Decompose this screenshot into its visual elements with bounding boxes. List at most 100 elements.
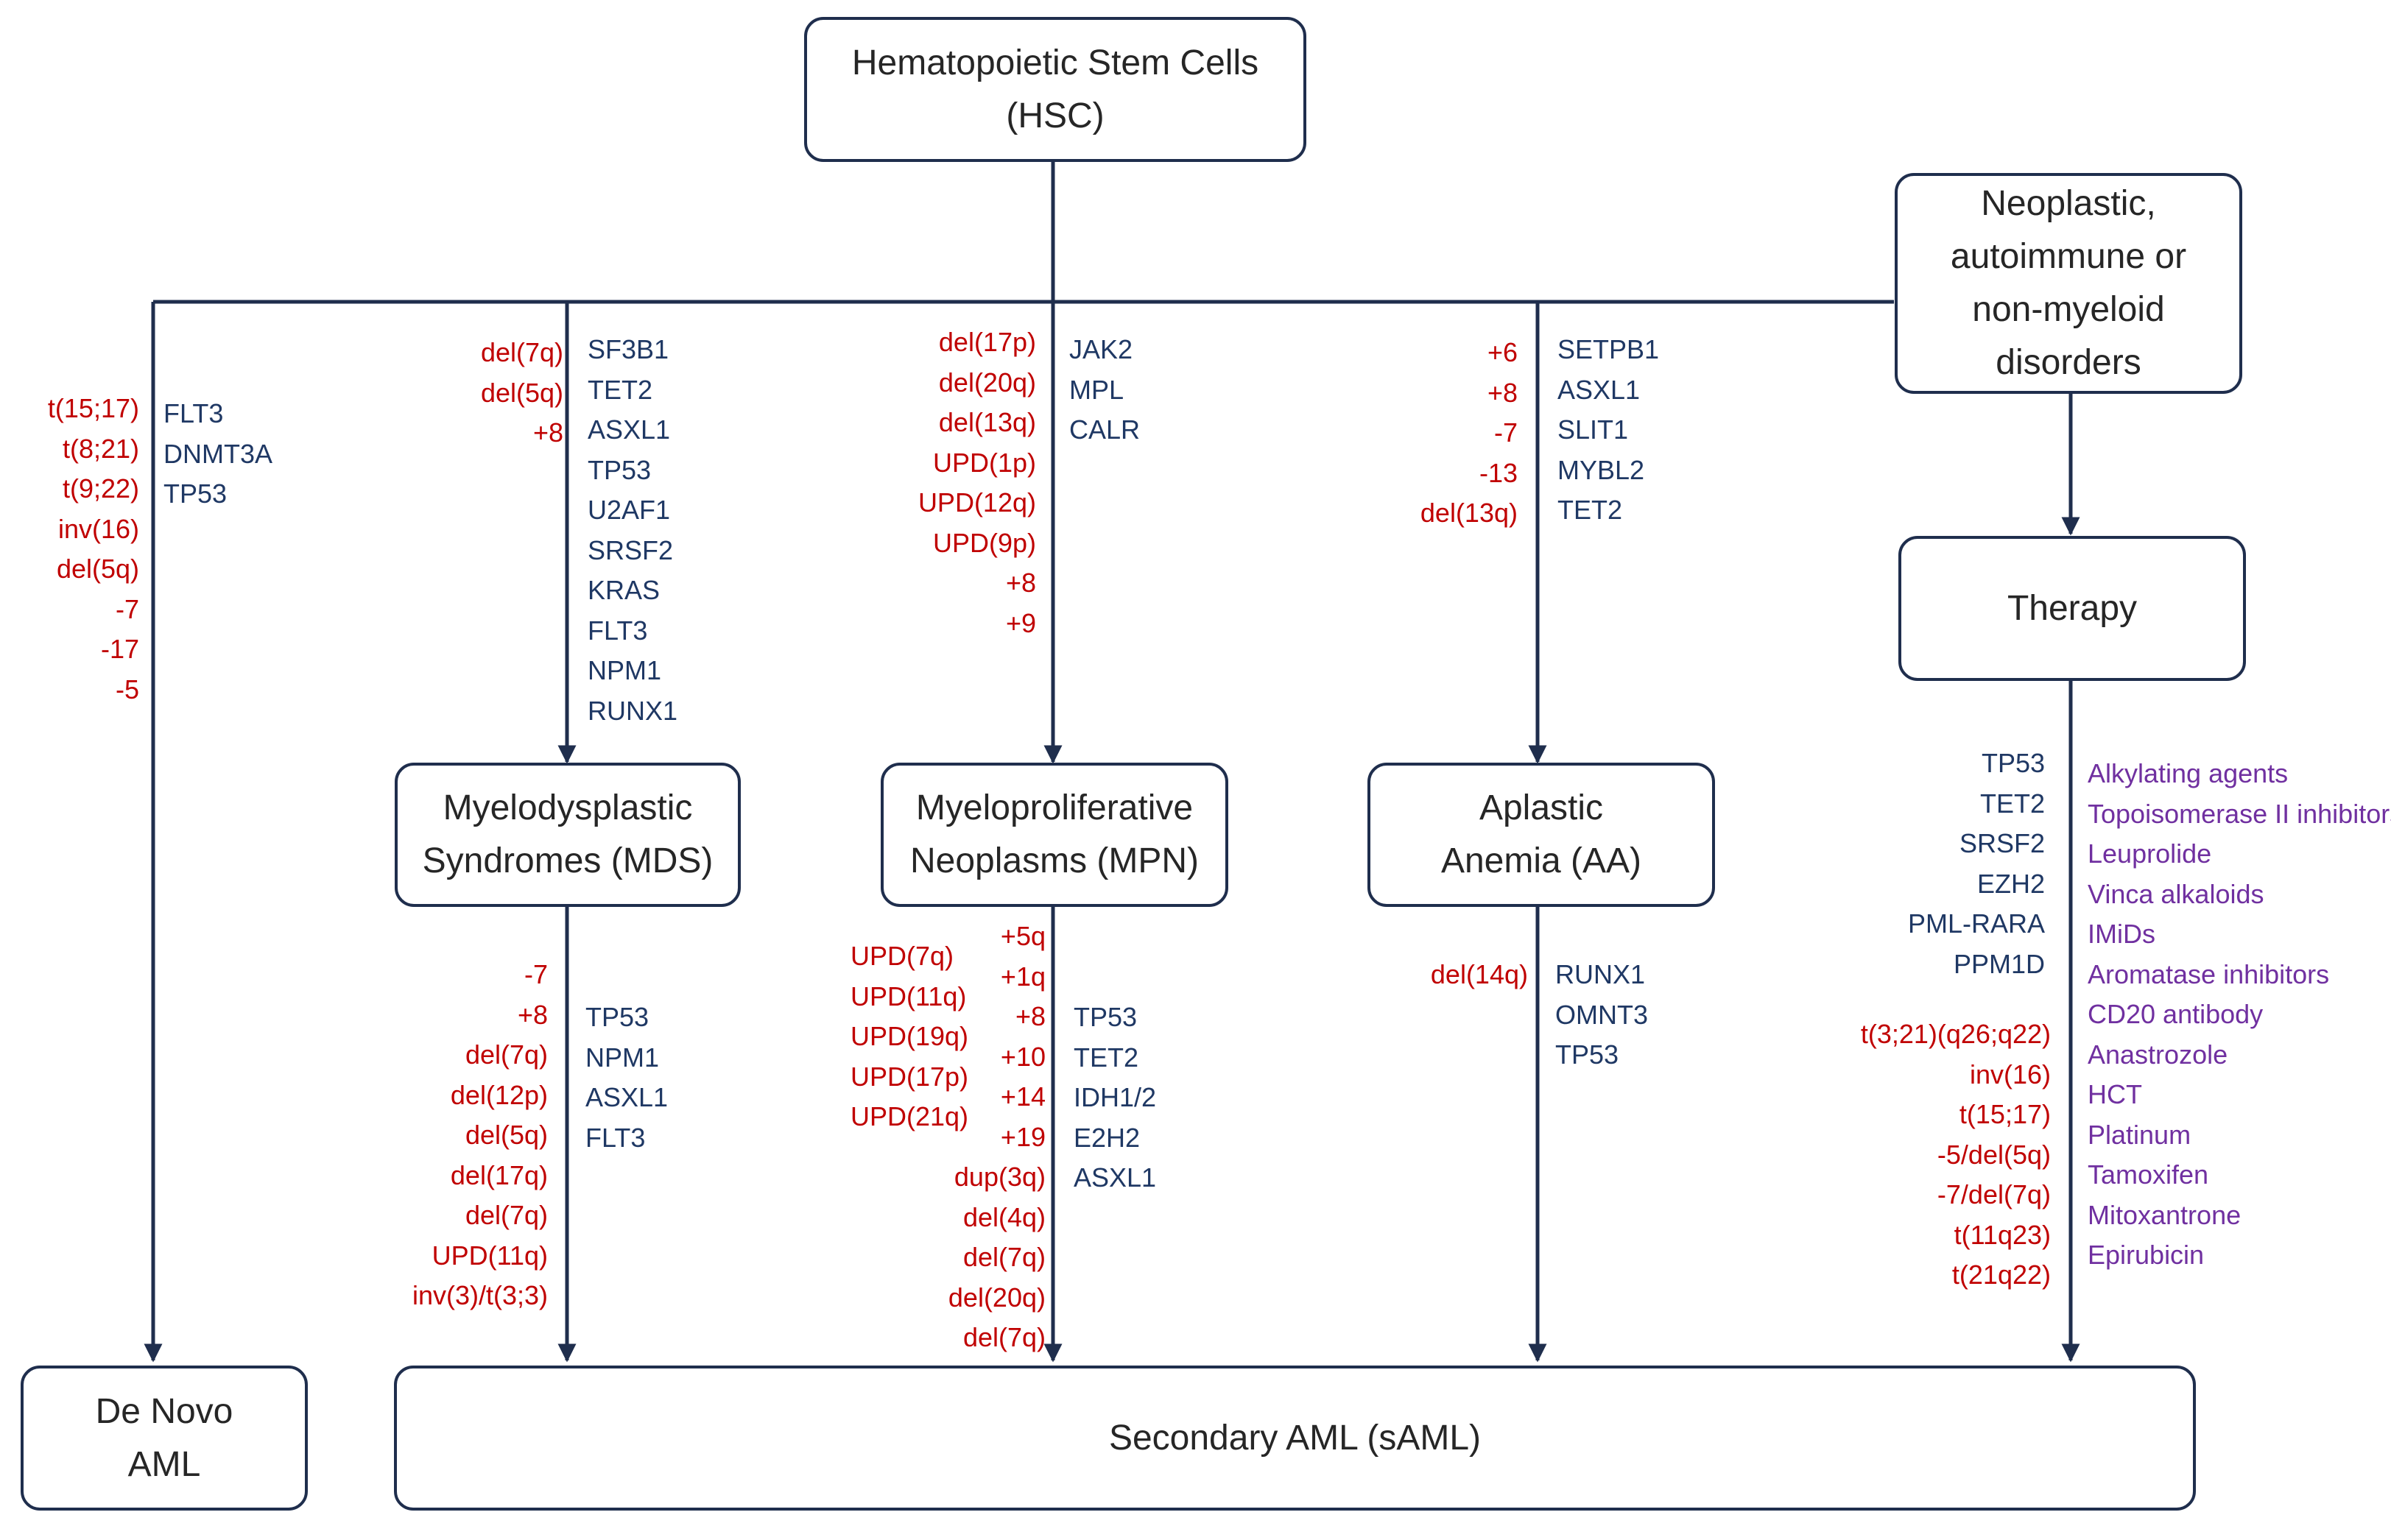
cyto-item: UPD(9p) (932, 527, 1036, 558)
cyto-item: UPD(21q) (851, 1101, 969, 1131)
aa-node: Aplastic Anemia (AA) (1367, 763, 1715, 907)
gene-item: CALR (1069, 414, 1141, 445)
cyto-item: +8 (532, 417, 563, 448)
gene-item: TET2 (1074, 1042, 1139, 1073)
cyto-item: del(17p) (938, 327, 1036, 357)
cyto-item: del(7q) (465, 1039, 548, 1070)
cyto-item: UPD(17p) (851, 1061, 969, 1092)
aa-label-line-1: Aplastic (1479, 788, 1604, 827)
agent-item: Anastrozole (2088, 1039, 2228, 1070)
saml-label: Secondary AML (sAML) (1108, 1418, 1482, 1458)
saml-node: Secondary AML (sAML) (394, 1366, 2196, 1511)
cyto-item: t(8;21) (62, 433, 139, 464)
cyto-item: +8 (1015, 1001, 1046, 1031)
gene-item: EZH2 (1976, 868, 2045, 899)
cyto-item: t(21q22) (1951, 1260, 2051, 1290)
cyto-item: t(15;17) (47, 393, 139, 423)
gene-item: KRAS (588, 575, 661, 605)
agent-item: Tamoxifen (2088, 1159, 2209, 1190)
gene-item: MYBL2 (1557, 454, 1645, 485)
aa-label-line-2: Anemia (AA) (1440, 841, 1642, 880)
gene-item: SRSF2 (588, 534, 674, 565)
gene-item: ASXL1 (585, 1082, 669, 1112)
cyto-item: t(15;17) (1959, 1099, 2051, 1129)
aa-output-cytogenetics-list: del(14q) (1431, 955, 1528, 995)
cyto-item: del(7q) (465, 1200, 548, 1230)
cyto-item: del(20q) (938, 367, 1036, 398)
mds-output-cytogenetics-list: -7 +8 del(7q) del(12p) del(5q) del(17q) … (412, 955, 548, 1316)
gene-item: FLT3 (163, 398, 224, 428)
gene-item: IDH1/2 (1074, 1082, 1157, 1112)
cyto-item: UPD(12q) (918, 487, 1036, 518)
gene-item: TP53 (1555, 1039, 1619, 1070)
gene-item: FLT3 (588, 615, 648, 646)
agent-item: Leuprolide (2088, 838, 2212, 869)
cyto-item: t(11q23) (1954, 1219, 2051, 1250)
hsc-label-line-1: Hematopoietic Stem Cells (851, 43, 1259, 82)
cyto-item: -17 (100, 634, 139, 664)
cyto-item: -7 (1493, 417, 1518, 448)
aa-output-genes-list: RUNX1 OMNT3 TP53 (1555, 955, 1648, 1075)
gene-item: U2AF1 (588, 495, 671, 525)
gene-item: TET2 (1557, 495, 1623, 525)
cyto-item: +8 (1487, 377, 1518, 408)
gene-item: RUNX1 (1555, 959, 1646, 989)
cyto-item: +14 (1000, 1081, 1046, 1112)
cyto-item: +19 (1000, 1121, 1046, 1152)
cyto-item: +8 (1005, 568, 1036, 598)
gene-item: OMNT3 (1555, 999, 1648, 1030)
cyto-item: del(13q) (938, 407, 1036, 437)
gene-item: TP53 (585, 1002, 649, 1032)
gene-item: PPM1D (1953, 948, 2045, 979)
gene-item: DNMT3A (163, 438, 273, 469)
denovo-aml-node: De Novo AML (21, 1366, 308, 1511)
neoplastic-disorders-node: Neoplastic, autoimmune or non-myeloid di… (1895, 173, 2242, 394)
cyto-item: del(7q) (962, 1322, 1046, 1352)
therapy-genes-list: TP53 TET2 SRSF2 EZH2 PML-RARA PPM1D (1908, 743, 2045, 984)
cyto-item: del(20q) (948, 1282, 1046, 1313)
cyto-item: t(3;21)(q26;q22) (1860, 1019, 2051, 1049)
cyto-item: t(9;22) (62, 473, 139, 504)
gene-item: TET2 (1979, 788, 2045, 819)
cyto-item: del(7q) (962, 1242, 1046, 1272)
mds-input-cytogenetics-list: del(7q) del(5q) +8 (481, 333, 563, 453)
cyto-item: inv(3)/t(3;3) (412, 1280, 548, 1310)
gene-item: ASXL1 (588, 414, 671, 445)
gene-item: TP53 (1981, 748, 2045, 778)
gene-item: TP53 (1074, 1002, 1138, 1032)
gene-item: ASXL1 (1074, 1162, 1157, 1193)
gene-item: ASXL1 (1557, 374, 1641, 405)
cyto-item: inv(16) (1969, 1059, 2051, 1089)
cyto-item: del(14q) (1430, 959, 1528, 989)
therapy-node: Therapy (1898, 536, 2246, 681)
gene-item: NPM1 (588, 655, 662, 685)
cyto-item: -5/del(5q) (1937, 1139, 2051, 1170)
mds-node: Myelodysplastic Syndromes (MDS) (395, 763, 741, 907)
aa-input-genes-list: SETPB1 ASXL1 SLIT1 MYBL2 TET2 (1557, 330, 1659, 531)
cyto-item: UPD(1p) (932, 447, 1036, 478)
cyto-item: +10 (1000, 1041, 1046, 1072)
gene-item: SF3B1 (588, 334, 669, 364)
mpn-label-line-2: Neoplasms (MPN) (909, 841, 1200, 880)
therapy-cytogenetics-list: t(3;21)(q26;q22) inv(16) t(15;17) -5/del… (1861, 1014, 2051, 1296)
gene-item: SRSF2 (1959, 828, 2045, 858)
agent-item: Mitoxantrone (2088, 1199, 2242, 1230)
mpn-output-upd-list: UPD(7q) UPD(11q) UPD(19q) UPD(17p) UPD(2… (851, 936, 968, 1137)
agent-item: Platinum (2088, 1119, 2191, 1150)
neoplastic-label-line-4: disorders (1996, 343, 2141, 382)
cyto-item: +8 (517, 999, 548, 1030)
therapy-agents-list: Alkylating agents Topoisomerase II inhib… (2088, 754, 2391, 1276)
aa-input-cytogenetics-list: +6 +8 -7 -13 del(13q) (1420, 333, 1518, 534)
gene-item: FLT3 (585, 1122, 646, 1153)
cyto-item: -7 (524, 959, 548, 989)
cyto-item: -7 (115, 593, 139, 624)
mds-output-genes-list: TP53 NPM1 ASXL1 FLT3 (585, 997, 668, 1158)
therapy-label: Therapy (2007, 588, 2138, 628)
cyto-item: del(17q) (450, 1159, 548, 1190)
cyto-item: del(13q) (1420, 498, 1518, 528)
agent-item: Vinca alkaloids (2088, 878, 2264, 909)
hsc-label-line-2: (HSC) (1006, 96, 1105, 135)
gene-item: TP53 (163, 478, 228, 509)
cyto-item: dup(3q) (954, 1162, 1046, 1192)
